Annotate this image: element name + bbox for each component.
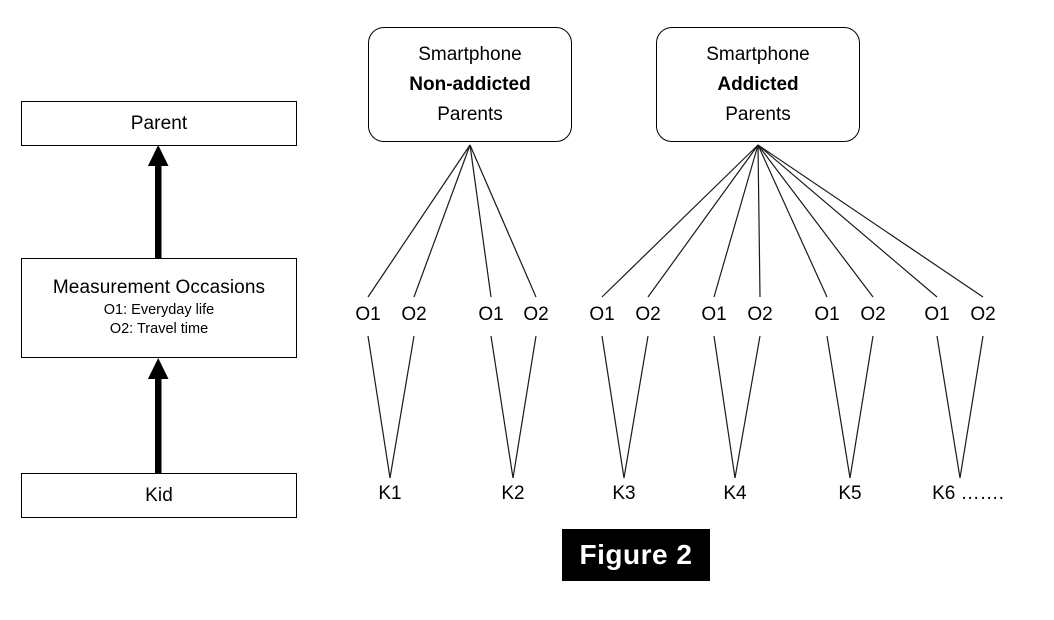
edge-addicted-to-o1b [713, 144, 759, 298]
edge-addicted-to-o2a [647, 144, 759, 298]
kid-label-k4: K4 [723, 483, 747, 504]
group-non-addicted-line3: Parents [437, 103, 503, 125]
box-measurement-subline-o1: O1: Everyday life [103, 302, 215, 318]
group-non-addicted-line1: Smartphone [418, 43, 522, 65]
figure-caption: Figure 2 [562, 529, 710, 581]
edge-nonaddicted-to-o2a [413, 144, 471, 298]
kid-label-k1: K1 [378, 483, 402, 504]
kid-label-k2: K2 [501, 483, 525, 504]
occasion-label-o2-k2: O2 [523, 304, 549, 325]
occasion-label-o1-k6: O1 [924, 304, 950, 325]
edge-o2b-to-k2 [512, 335, 537, 479]
edge-o1e-to-k5 [826, 335, 851, 479]
occasion-label-o1-k4: O1 [701, 304, 727, 325]
edge-nonaddicted-to-o1a [367, 144, 471, 298]
occasion-label-o2-k5: O2 [860, 304, 886, 325]
kid-label-k3: K3 [612, 483, 636, 504]
edge-addicted-to-o1d [757, 144, 938, 298]
kid-label-k5: K5 [838, 483, 862, 504]
arrow-measurement-to-parent [147, 145, 169, 258]
edge-o1d-to-k4 [713, 335, 736, 479]
kid-label-k6: K6 ……. [932, 483, 1004, 504]
occasion-label-o2-k1: O2 [401, 304, 427, 325]
box-parent-title: Parent [130, 112, 188, 134]
box-measurement-occasions: Measurement Occasions O1: Everyday life … [21, 258, 297, 358]
box-kid-title: Kid [145, 484, 173, 506]
occasion-label-o1-k5: O1 [814, 304, 840, 325]
edge-o2e-to-k5 [849, 335, 874, 479]
occasion-label-o2-k4: O2 [747, 304, 773, 325]
edge-addicted-to-o2b [757, 144, 761, 298]
box-kid: Kid [21, 473, 297, 518]
edge-o1f-to-k6 [936, 335, 961, 479]
edge-o1c-to-k3 [601, 335, 625, 479]
edge-addicted-to-o1a [601, 144, 759, 298]
occasion-label-o1-k2: O1 [478, 304, 504, 325]
group-addicted-line2: Addicted [717, 73, 799, 95]
edge-nonaddicted-to-o2b [469, 144, 537, 298]
group-box-addicted-parents: Smartphone Addicted Parents [656, 27, 860, 142]
edge-addicted-to-o2d [757, 144, 984, 298]
edge-o1a-to-k1 [367, 335, 391, 479]
edge-o1b-to-k2 [490, 335, 514, 479]
box-measurement-subline-o2: O2: Travel time [109, 321, 209, 337]
occasion-label-o2-k6: O2 [970, 304, 996, 325]
group-addicted-line1: Smartphone [706, 43, 810, 65]
edge-nonaddicted-to-o1b [469, 144, 492, 298]
edge-addicted-to-o2c [757, 144, 874, 298]
occasion-label-o1-k1: O1 [355, 304, 381, 325]
occasion-label-o1-k3: O1 [589, 304, 615, 325]
box-parent: Parent [21, 101, 297, 146]
box-measurement-title: Measurement Occasions [52, 277, 266, 298]
edge-o2c-to-k3 [623, 335, 649, 479]
occasion-label-o2-k3: O2 [635, 304, 661, 325]
group-addicted-line3: Parents [725, 103, 791, 125]
edge-o2f-to-k6 [959, 335, 984, 479]
edge-o2a-to-k1 [389, 335, 415, 479]
arrow-kid-to-measurement [147, 358, 169, 473]
edge-addicted-to-o1c [757, 144, 828, 298]
group-box-non-addicted-parents: Smartphone Non-addicted Parents [368, 27, 572, 142]
group-non-addicted-line2: Non-addicted [409, 73, 531, 95]
edge-o2d-to-k4 [734, 335, 761, 479]
